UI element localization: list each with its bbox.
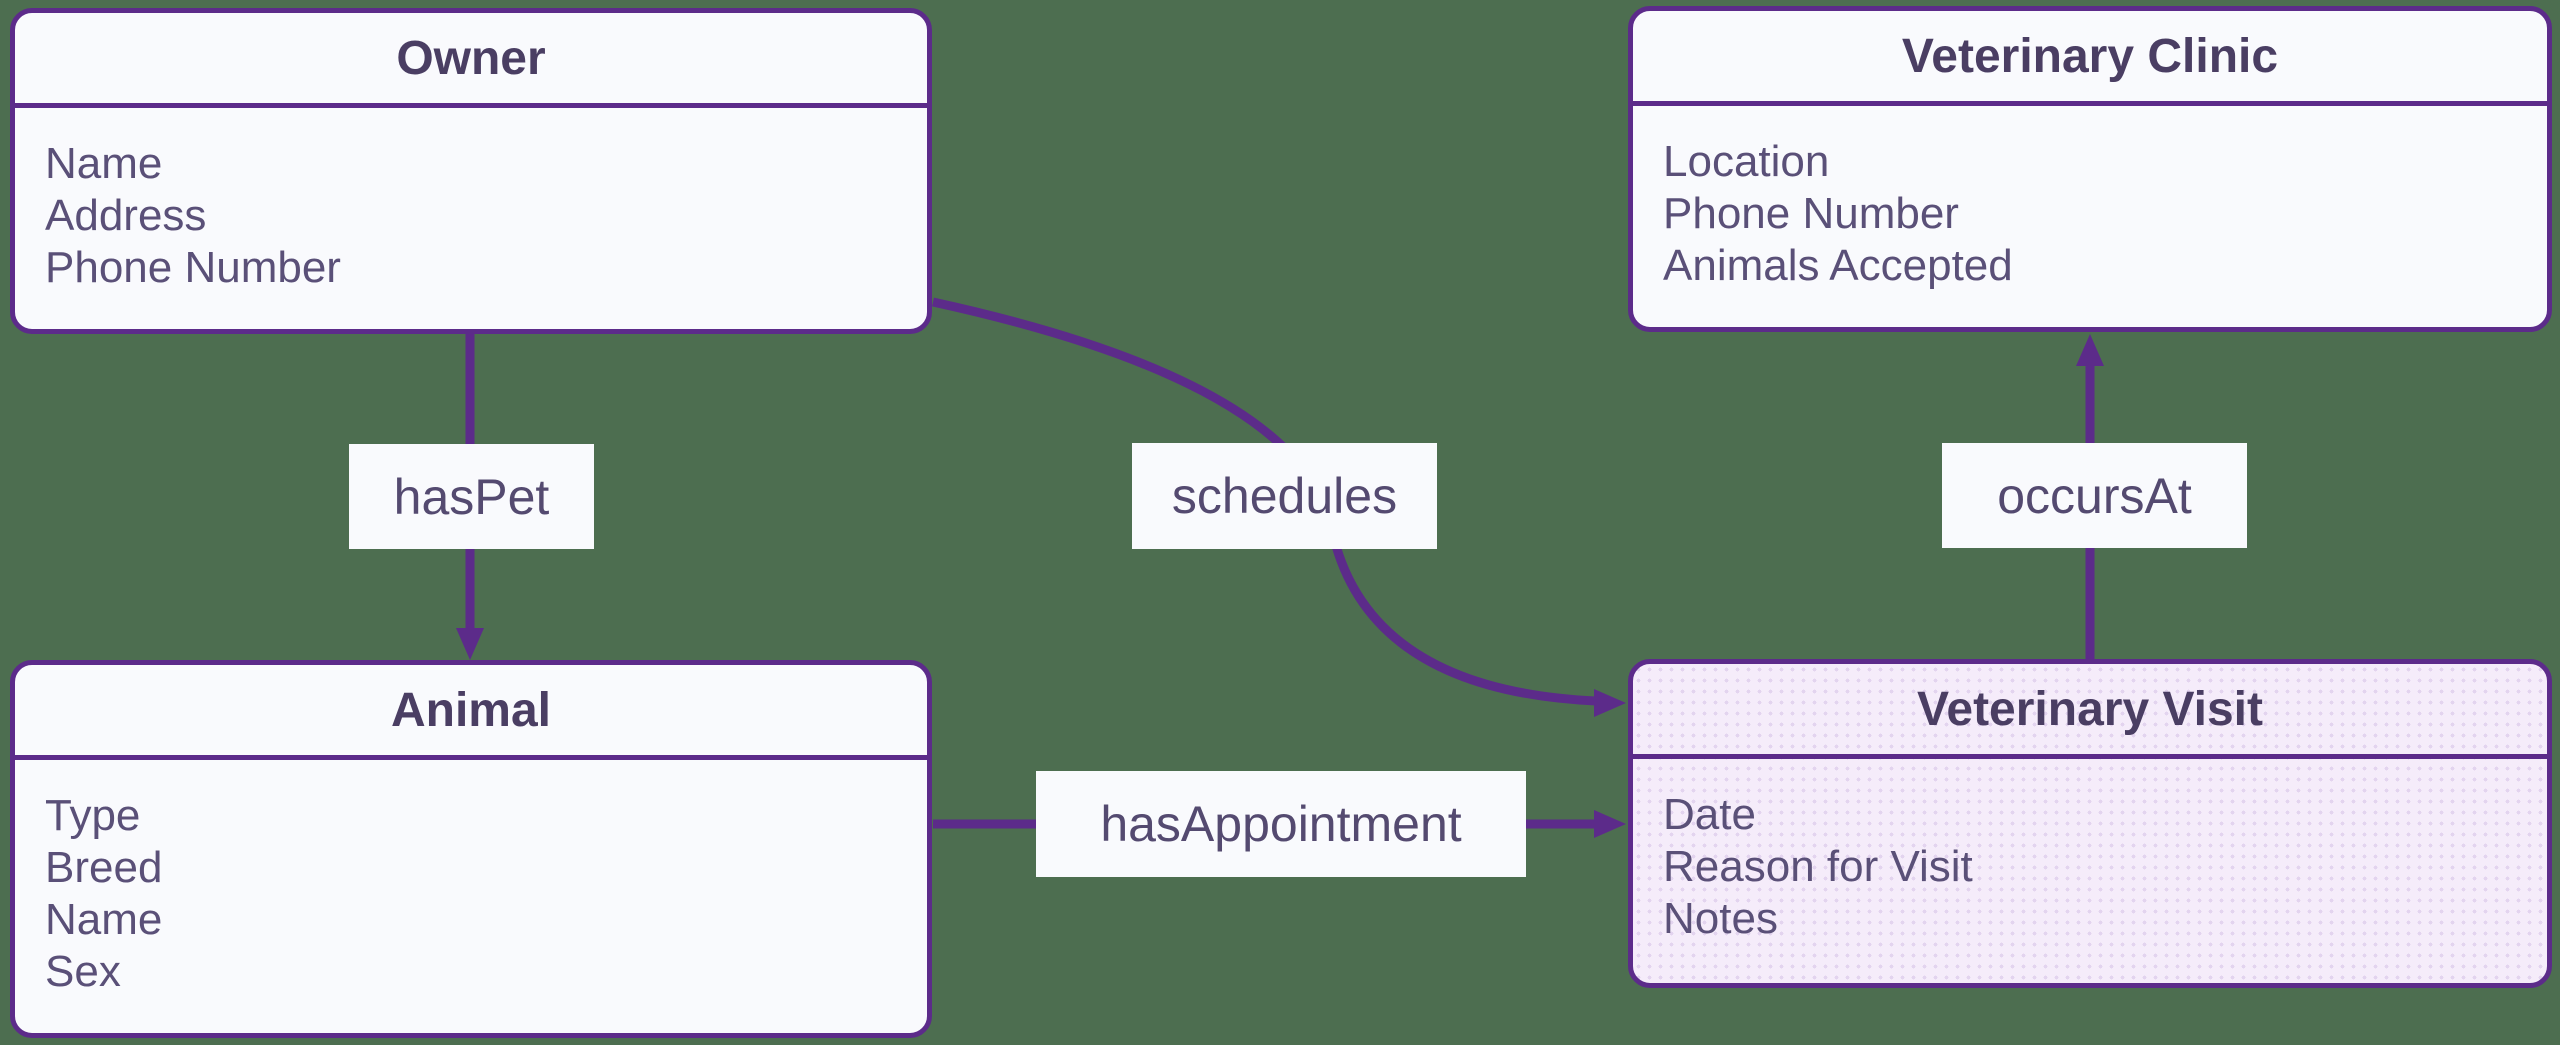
entity-attribute: Name bbox=[45, 895, 163, 944]
entity-veterinary-visit-title: Veterinary Visit bbox=[1633, 664, 2547, 759]
entity-attribute: Notes bbox=[1663, 894, 1778, 943]
entity-attribute: Location bbox=[1663, 137, 1830, 186]
hasappointment-arrowhead-icon bbox=[1594, 810, 1626, 838]
entity-animal-title: Animal bbox=[15, 665, 927, 760]
entity-attribute: Reason for Visit bbox=[1663, 842, 1973, 891]
relationship-label-hasappointment[interactable]: hasAppointment bbox=[1036, 771, 1526, 877]
schedules-arrowhead-icon bbox=[1594, 689, 1626, 717]
entity-attribute: Type bbox=[45, 791, 141, 840]
entity-attribute: Address bbox=[45, 191, 207, 240]
entity-attribute: Sex bbox=[45, 947, 121, 996]
entity-owner-title: Owner bbox=[15, 13, 927, 108]
entity-attribute: Name bbox=[45, 139, 163, 188]
relationship-label-occursat[interactable]: occursAt bbox=[1942, 443, 2247, 548]
entity-attribute: Phone Number bbox=[45, 243, 341, 292]
relationship-label-haspet[interactable]: hasPet bbox=[349, 444, 594, 549]
occursat-arrowhead-icon bbox=[2076, 334, 2104, 366]
entity-veterinary-clinic-title: Veterinary Clinic bbox=[1633, 11, 2547, 106]
haspet-arrowhead-icon bbox=[456, 628, 484, 660]
entity-attribute: Phone Number bbox=[1663, 189, 1959, 238]
relationship-label-schedules[interactable]: schedules bbox=[1132, 443, 1437, 549]
entity-attribute: Animals Accepted bbox=[1663, 241, 2013, 290]
entity-attribute: Date bbox=[1663, 790, 1756, 839]
entity-attribute: Breed bbox=[45, 843, 163, 892]
